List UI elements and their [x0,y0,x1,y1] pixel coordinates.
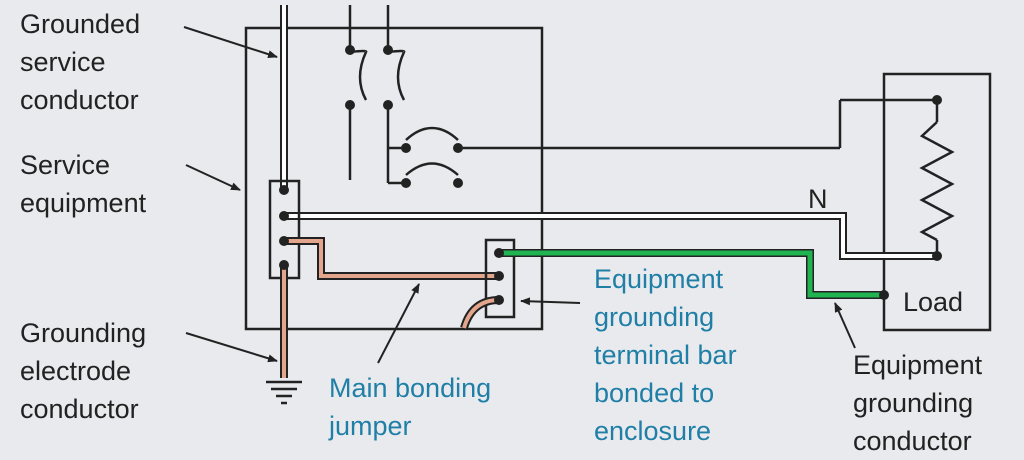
load-ground-terminal [879,290,889,300]
equipment-bar-terminals [494,248,504,305]
equipment-grounding-terminal-bar [484,238,516,319]
breaker-terminals [345,45,393,110]
branch-switch [388,98,937,185]
service-enclosure [244,26,544,331]
load-resistor [919,100,955,256]
label-service-equipment: Service equipment [20,150,147,218]
label-equipment-grounding-conductor: Equipment grounding conductor [853,350,983,456]
arrow-main-bonding-jumper [377,283,420,364]
arrow-equipment-grounding-terminal-bar [520,297,581,306]
main-bonding-jumper-wire [284,237,499,280]
arrow-service-equipment [185,164,241,191]
label-equipment-grounding-terminal-bar: Equipment grounding terminal bar bonded … [594,264,737,446]
main-breaker [348,5,406,183]
arrow-grounded-service-conductor [183,26,278,59]
neutral-bar-terminals [279,185,289,270]
switch-terminals [401,143,463,188]
neutral-wire [284,212,937,260]
ground-symbol [266,380,302,405]
equipment-grounding-conductor-wire [499,249,884,299]
arrow-equipment-grounding-conductor [834,302,856,349]
label-load: Load [903,287,964,317]
load-enclosure [882,72,992,332]
load-terminal-top [932,95,942,105]
label-main-bonding-jumper: Main bonding jumper [329,373,492,441]
callout-arrows [183,26,856,364]
label-grounded-service-conductor: Grounded service conductor [20,9,141,115]
label-neutral: N [808,184,828,214]
arrow-grounding-electrode-conductor [185,332,278,363]
load-terminal-bottom [932,251,942,261]
enclosure-bond-wire [460,296,500,330]
label-grounding-electrode-conductor: Grounding electrode conductor [20,318,147,424]
